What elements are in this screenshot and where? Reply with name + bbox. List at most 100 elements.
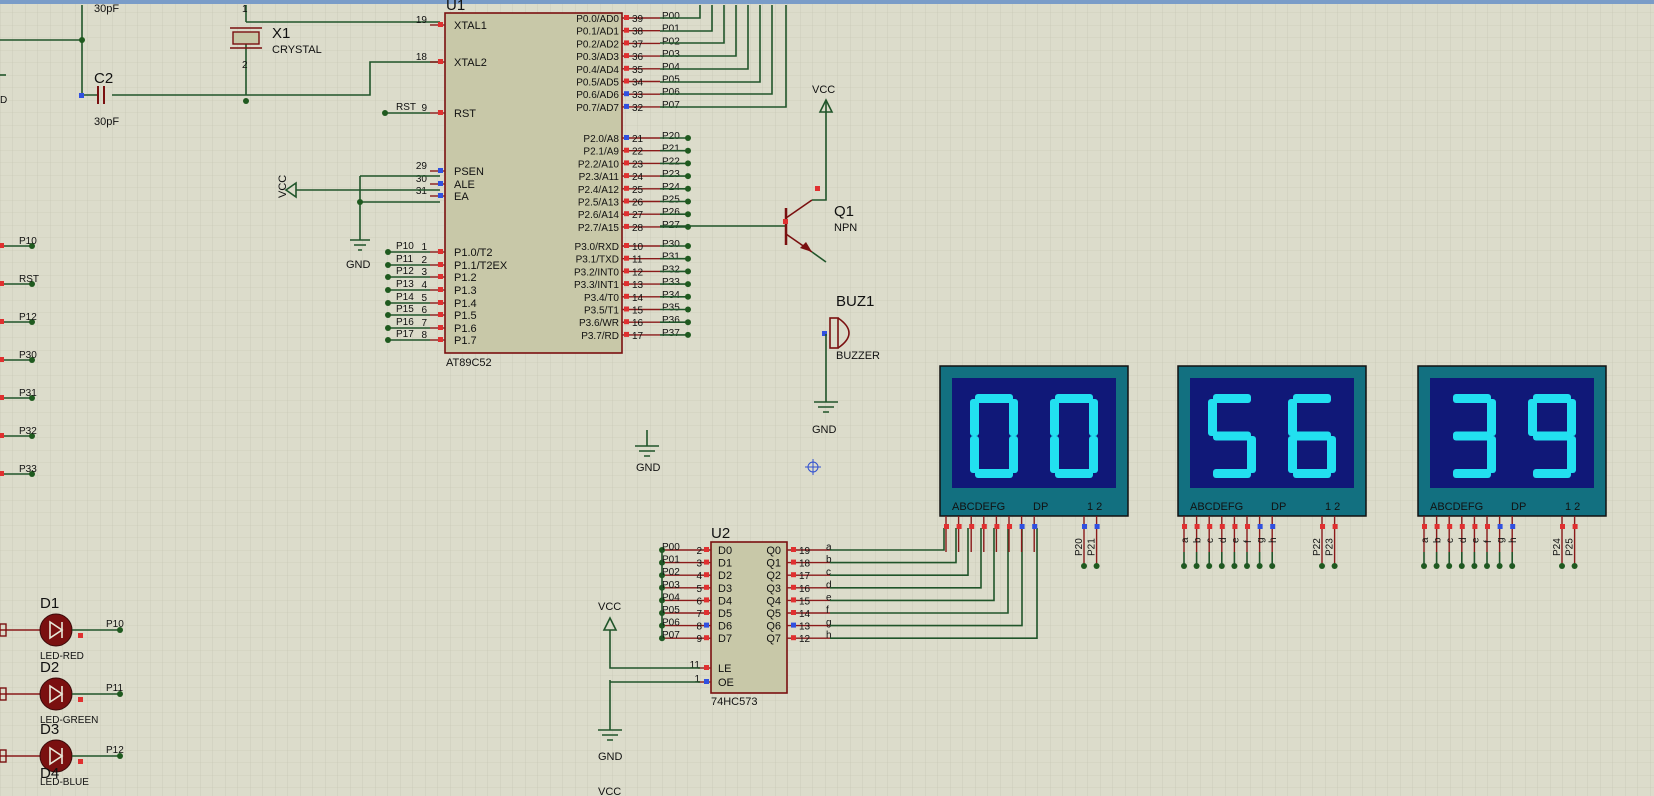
display-seg-label: ABCDEFG [1430,501,1483,513]
display-com-net: P25 [1565,538,1576,556]
u1-pin-name: P1.6 [454,323,477,335]
u1-pin-num: 14 [632,293,644,304]
window-top-strip [0,0,1654,4]
u1-pin-num: 37 [632,39,644,50]
segment-a [1213,394,1251,403]
u2-pin-num: 14 [799,609,811,620]
u2-pin-name: Q1 [766,558,781,570]
left-net-label: P30 [19,350,37,361]
q1-transistor[interactable]: VCC Q1 NPN [660,84,857,263]
vcc-label-q1: VCC [812,84,835,96]
display-com-net: P23 [1325,538,1336,556]
buzzer-buz1[interactable]: BUZ1 BUZZER GND [812,293,880,436]
u1-net-label: P31 [662,252,680,263]
segment-a [1055,394,1093,403]
u1-pin-name: P3.5/T1 [584,306,619,317]
u1-net-label: P33 [662,277,680,288]
u1-net-label: P21 [662,144,680,155]
q1-type: NPN [834,222,857,234]
segment-b [1009,399,1018,436]
u1-pin-name: P0.7/AD7 [576,103,619,114]
segment-g [1213,431,1251,441]
x1-value: CRYSTAL [272,44,322,56]
segment-d [1055,469,1093,478]
u2-net-label: P04 [662,592,680,603]
vcc-label-u1: VCC [277,175,289,198]
led-d4[interactable]: D4 [40,765,59,782]
u1-net-label: P15 [396,304,414,315]
u2-net-label: a [826,542,832,553]
u1-pin-num: 13 [632,280,644,291]
u2-net-label: P00 [662,542,680,553]
u1-net-label: P22 [662,156,680,167]
u2-pin-name: Q5 [766,608,781,620]
u2-pin-name: D7 [718,633,732,645]
u1-net-label: P13 [396,279,414,290]
u1-net-label: P06 [662,87,680,98]
c2-value: 30pF [94,116,119,128]
u2-pin-num: 9 [696,634,702,645]
u1-net-label: P07 [662,100,680,111]
segment-e [1050,436,1059,473]
u1-power-network[interactable]: VCC GND [277,175,440,271]
display-seg-label: ABCDEFG [952,501,1005,513]
u1-pin-name: P3.1/TXD [576,255,619,266]
u1-pin-name: P3.6/WR [579,318,619,329]
led-net: P11 [106,683,123,694]
q1-ref: Q1 [834,203,854,220]
u2-net-label: f [826,605,829,616]
u1-pin-num: 33 [632,90,644,101]
u1-pin-name: P1.0/T2 [454,247,493,259]
u2-pin-num: 16 [799,584,811,595]
u1-pin-num: 28 [632,223,644,234]
u1-pin-num: 18 [416,52,428,63]
u1-pin-num: 21 [632,134,644,145]
segment-c [1487,436,1496,473]
u2-net-label: b [826,555,832,566]
u1-net-label: P12 [396,266,414,277]
u2-net-label: P05 [662,605,680,616]
u1-net-label: P05 [662,75,680,86]
left-edge-stub: D [0,95,7,106]
buz1-type: BUZZER [836,350,880,362]
display-com-label: 1 2 [1087,501,1102,513]
u1-pin-name: P0.0/AD0 [576,14,619,25]
u1-pin-num: 7 [421,318,427,329]
led-array[interactable]: D1P10LED-REDD2P11LED-GREEND3P12LED-BLUED… [0,595,124,788]
u1-pin-name: P2.2/A10 [578,159,620,170]
u1-net-label: P14 [396,292,414,303]
u1-net-label: P00 [662,11,680,22]
u2-pin-num: 19 [799,546,811,557]
crystal-circuit[interactable]: X1 CRYSTAL 1 2 30pF C2 30pF D [0,3,440,128]
u1-pin-num: 9 [421,103,427,114]
u1-net-label: P35 [662,303,680,314]
led-net: P10 [106,619,124,630]
u1-net-label: P03 [662,49,680,60]
segment-b [1089,399,1098,436]
u1-pin-num: 39 [632,14,644,25]
u1-net-label: P04 [662,62,680,73]
u1-pin-num: 36 [632,52,644,63]
u1-pin-name: P2.0/A8 [583,134,619,145]
display-seg-net: e [1470,537,1481,543]
segment-d [975,469,1013,478]
u2-pin-num: 18 [799,559,811,570]
u1-pin-name: EA [454,191,469,203]
c2-ref: C2 [94,70,113,87]
display-com-label: 1 2 [1325,501,1340,513]
display-seg-net: d [1218,537,1229,543]
gnd-label-buz: GND [812,424,837,436]
segment-a [975,394,1013,403]
u1-pin-name: P2.6/A14 [578,210,620,221]
u2-pin-name: D1 [718,558,732,570]
